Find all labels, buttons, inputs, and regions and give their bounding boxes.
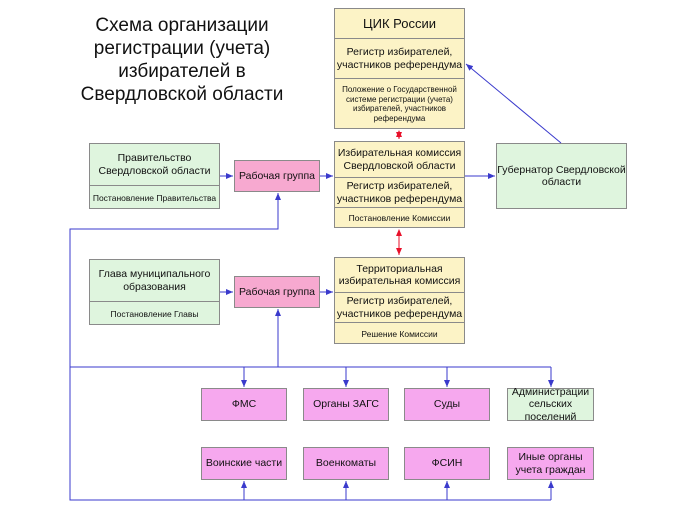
regional-commission-doc: Постановление Комиссии	[335, 207, 464, 228]
municipal-head-box: Главa муниципального образования Постано…	[89, 259, 220, 325]
regional-commission-name: Избирательная комиссия Свердловской обла…	[337, 147, 462, 172]
governor-box: Губернатор Свердловской области	[496, 143, 627, 209]
government-name: Правительство Свердловской области	[98, 152, 211, 177]
government-doc: Постановление Правительства	[90, 185, 219, 209]
arrow-governor-to-cik	[465, 63, 562, 144]
body-other: Иные органы учета граждан	[507, 447, 594, 480]
municipal-head-name: Главa муниципального образования	[98, 268, 211, 293]
government-box: Правительство Свердловской области Поста…	[89, 143, 220, 209]
cik-russia-box: ЦИК России Регистр избирателей, участник…	[334, 8, 465, 129]
body-zags: Органы ЗАГС	[303, 388, 389, 421]
diagram-title: Схема организации регистрации (учета) из…	[80, 15, 284, 105]
body-rural-admins: Администрации сельских поселений	[507, 386, 594, 423]
body-fsin: ФСИН	[404, 447, 490, 480]
regional-commission-box: Избирательная комиссия Свердловской обла…	[334, 141, 465, 228]
cik-russia-registry: Регистр избирателей, участников референд…	[335, 38, 464, 78]
municipal-head-doc: Постановление Главы	[90, 301, 219, 325]
frame-line-left	[69, 216, 551, 501]
working-group-regional: Рабочая группа	[234, 160, 320, 192]
territorial-commission-doc: Решение Комиссии	[335, 322, 464, 344]
territorial-commission-box: Территориальная избирательная комиссия Р…	[334, 257, 465, 344]
regional-commission-registry: Регистр избирателей, участников референд…	[335, 177, 464, 207]
cik-russia-name: ЦИК России	[363, 15, 436, 31]
territorial-commission-registry: Регистр избирателей, участников референд…	[335, 292, 464, 322]
body-military-commissariats: Военкоматы	[303, 447, 389, 480]
working-group-municipal: Рабочая группа	[234, 276, 320, 308]
body-military-units: Воинские части	[201, 447, 287, 480]
body-fms: ФМС	[201, 388, 287, 421]
cik-russia-regulation: Положение о Государственной системе реги…	[335, 78, 464, 129]
territorial-commission-name: Территориальная избирательная комиссия	[338, 262, 461, 288]
body-courts: Суды	[404, 388, 490, 421]
